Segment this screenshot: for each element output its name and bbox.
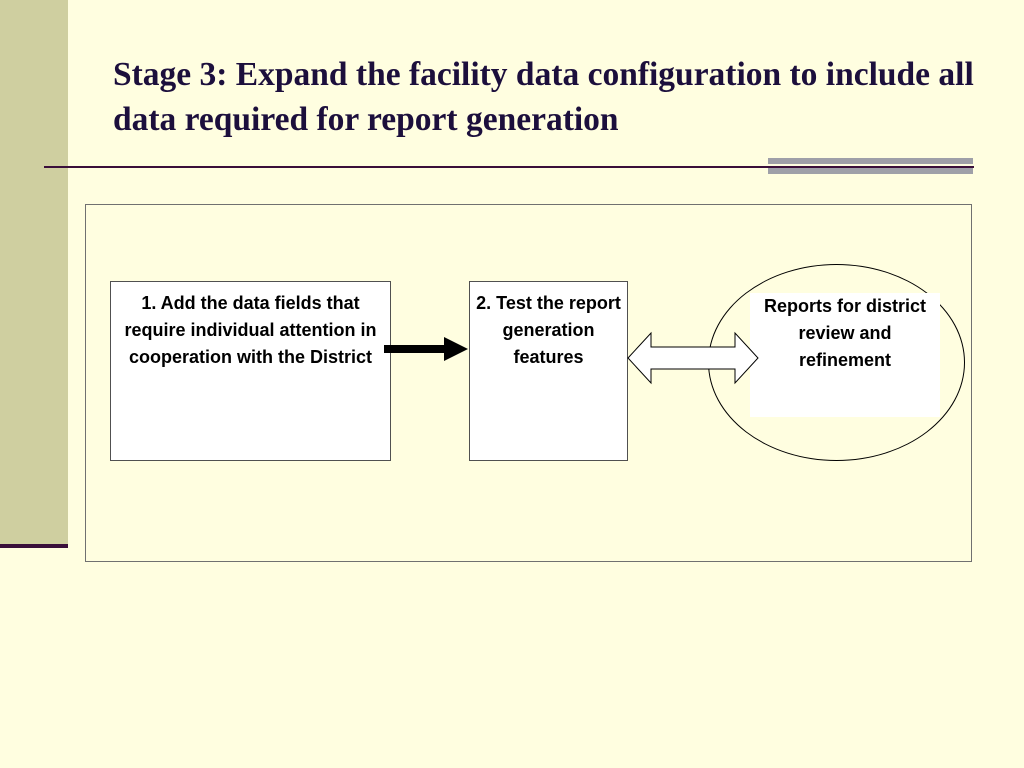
- step-1-box: 1. Add the data fields that require indi…: [110, 281, 391, 461]
- diagram-frame: [85, 204, 972, 562]
- step-1-text: 1. Add the data fields that require indi…: [124, 293, 377, 367]
- slide-title: Stage 3: Expand the facility data config…: [113, 56, 974, 138]
- step-2-box: 2. Test the report generation features: [469, 281, 628, 461]
- right-arrow-icon: [384, 337, 468, 361]
- outcome-text: Reports for district review and refineme…: [763, 296, 927, 370]
- title-rule: [44, 166, 974, 168]
- slide-sidebar: [0, 0, 68, 545]
- sidebar-rule: [0, 544, 68, 548]
- double-arrow-icon: [627, 331, 759, 385]
- outcome-box: Reports for district review and refineme…: [750, 293, 940, 417]
- step-2-text: 2. Test the report generation features: [476, 293, 621, 367]
- title-accent-bars: [768, 158, 973, 179]
